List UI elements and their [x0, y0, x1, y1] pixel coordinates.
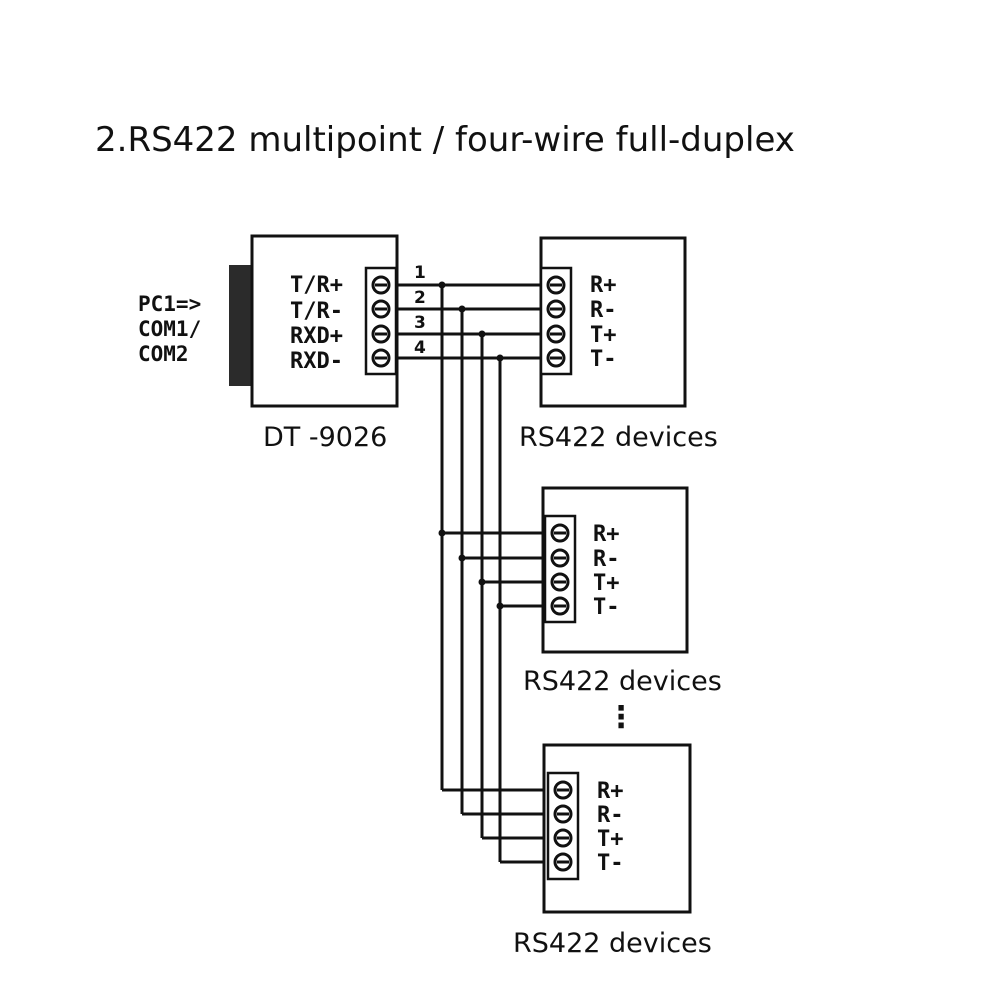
converter-pin-label: RXD+	[290, 324, 343, 349]
device-pin-label: T-	[590, 347, 617, 372]
junction-dot	[496, 602, 504, 610]
pc-label-line-2: COM1/	[138, 317, 201, 341]
junction-dot	[496, 354, 504, 362]
device-pin-label: R-	[590, 298, 617, 323]
wire-number: 1	[414, 263, 426, 283]
junction-dot	[458, 554, 466, 562]
converter-pin-label: RXD-	[290, 349, 343, 374]
device-caption: RS422 devices	[513, 928, 712, 959]
bus-wires	[396, 281, 548, 864]
junction-dot	[438, 281, 446, 289]
diagram-title: 2.RS422 multipoint / four-wire full-dupl…	[95, 120, 795, 160]
device-pin-label: R+	[597, 779, 624, 804]
pc-db9-connector	[229, 265, 253, 386]
rs422-device-3: R+ R- T+ T- RS422 devices	[513, 743, 712, 959]
device-caption: RS422 devices	[519, 422, 718, 453]
junction-dot	[478, 330, 486, 338]
device-pin-label: R+	[590, 273, 617, 298]
converter-screw-terminals	[371, 275, 391, 368]
device-pin-label: T+	[593, 571, 620, 596]
device-pin-label: T+	[597, 827, 624, 852]
device-pin-label: R-	[597, 803, 624, 828]
device-caption: RS422 devices	[523, 666, 722, 697]
wire-number: 2	[414, 288, 426, 308]
pc-label-line-3: COM2	[138, 342, 189, 366]
device-pin-label: T-	[593, 595, 620, 620]
junction-dot	[438, 529, 446, 537]
rs422-device-2: R+ R- T+ T- RS422 devices	[523, 486, 722, 697]
pc-label-line-1: PC1=>	[138, 292, 201, 316]
rs422-device-1: R+ R- T+ T- RS422 devices	[519, 236, 718, 453]
wire-number: 4	[414, 338, 426, 358]
device-pin-label: R+	[593, 522, 620, 547]
converter-pin-label: T/R-	[290, 299, 343, 324]
more-devices-ellipsis: ⋮	[606, 700, 636, 735]
junction-dot	[478, 578, 486, 586]
junction-dot	[458, 305, 466, 313]
wire-number: 3	[414, 313, 426, 333]
device-pin-label: R-	[593, 547, 620, 572]
converter-pin-label: T/R+	[290, 273, 343, 298]
device-pin-label: T+	[590, 323, 617, 348]
device-pin-label: T-	[597, 851, 624, 876]
converter-caption: DT -9026	[263, 422, 387, 453]
